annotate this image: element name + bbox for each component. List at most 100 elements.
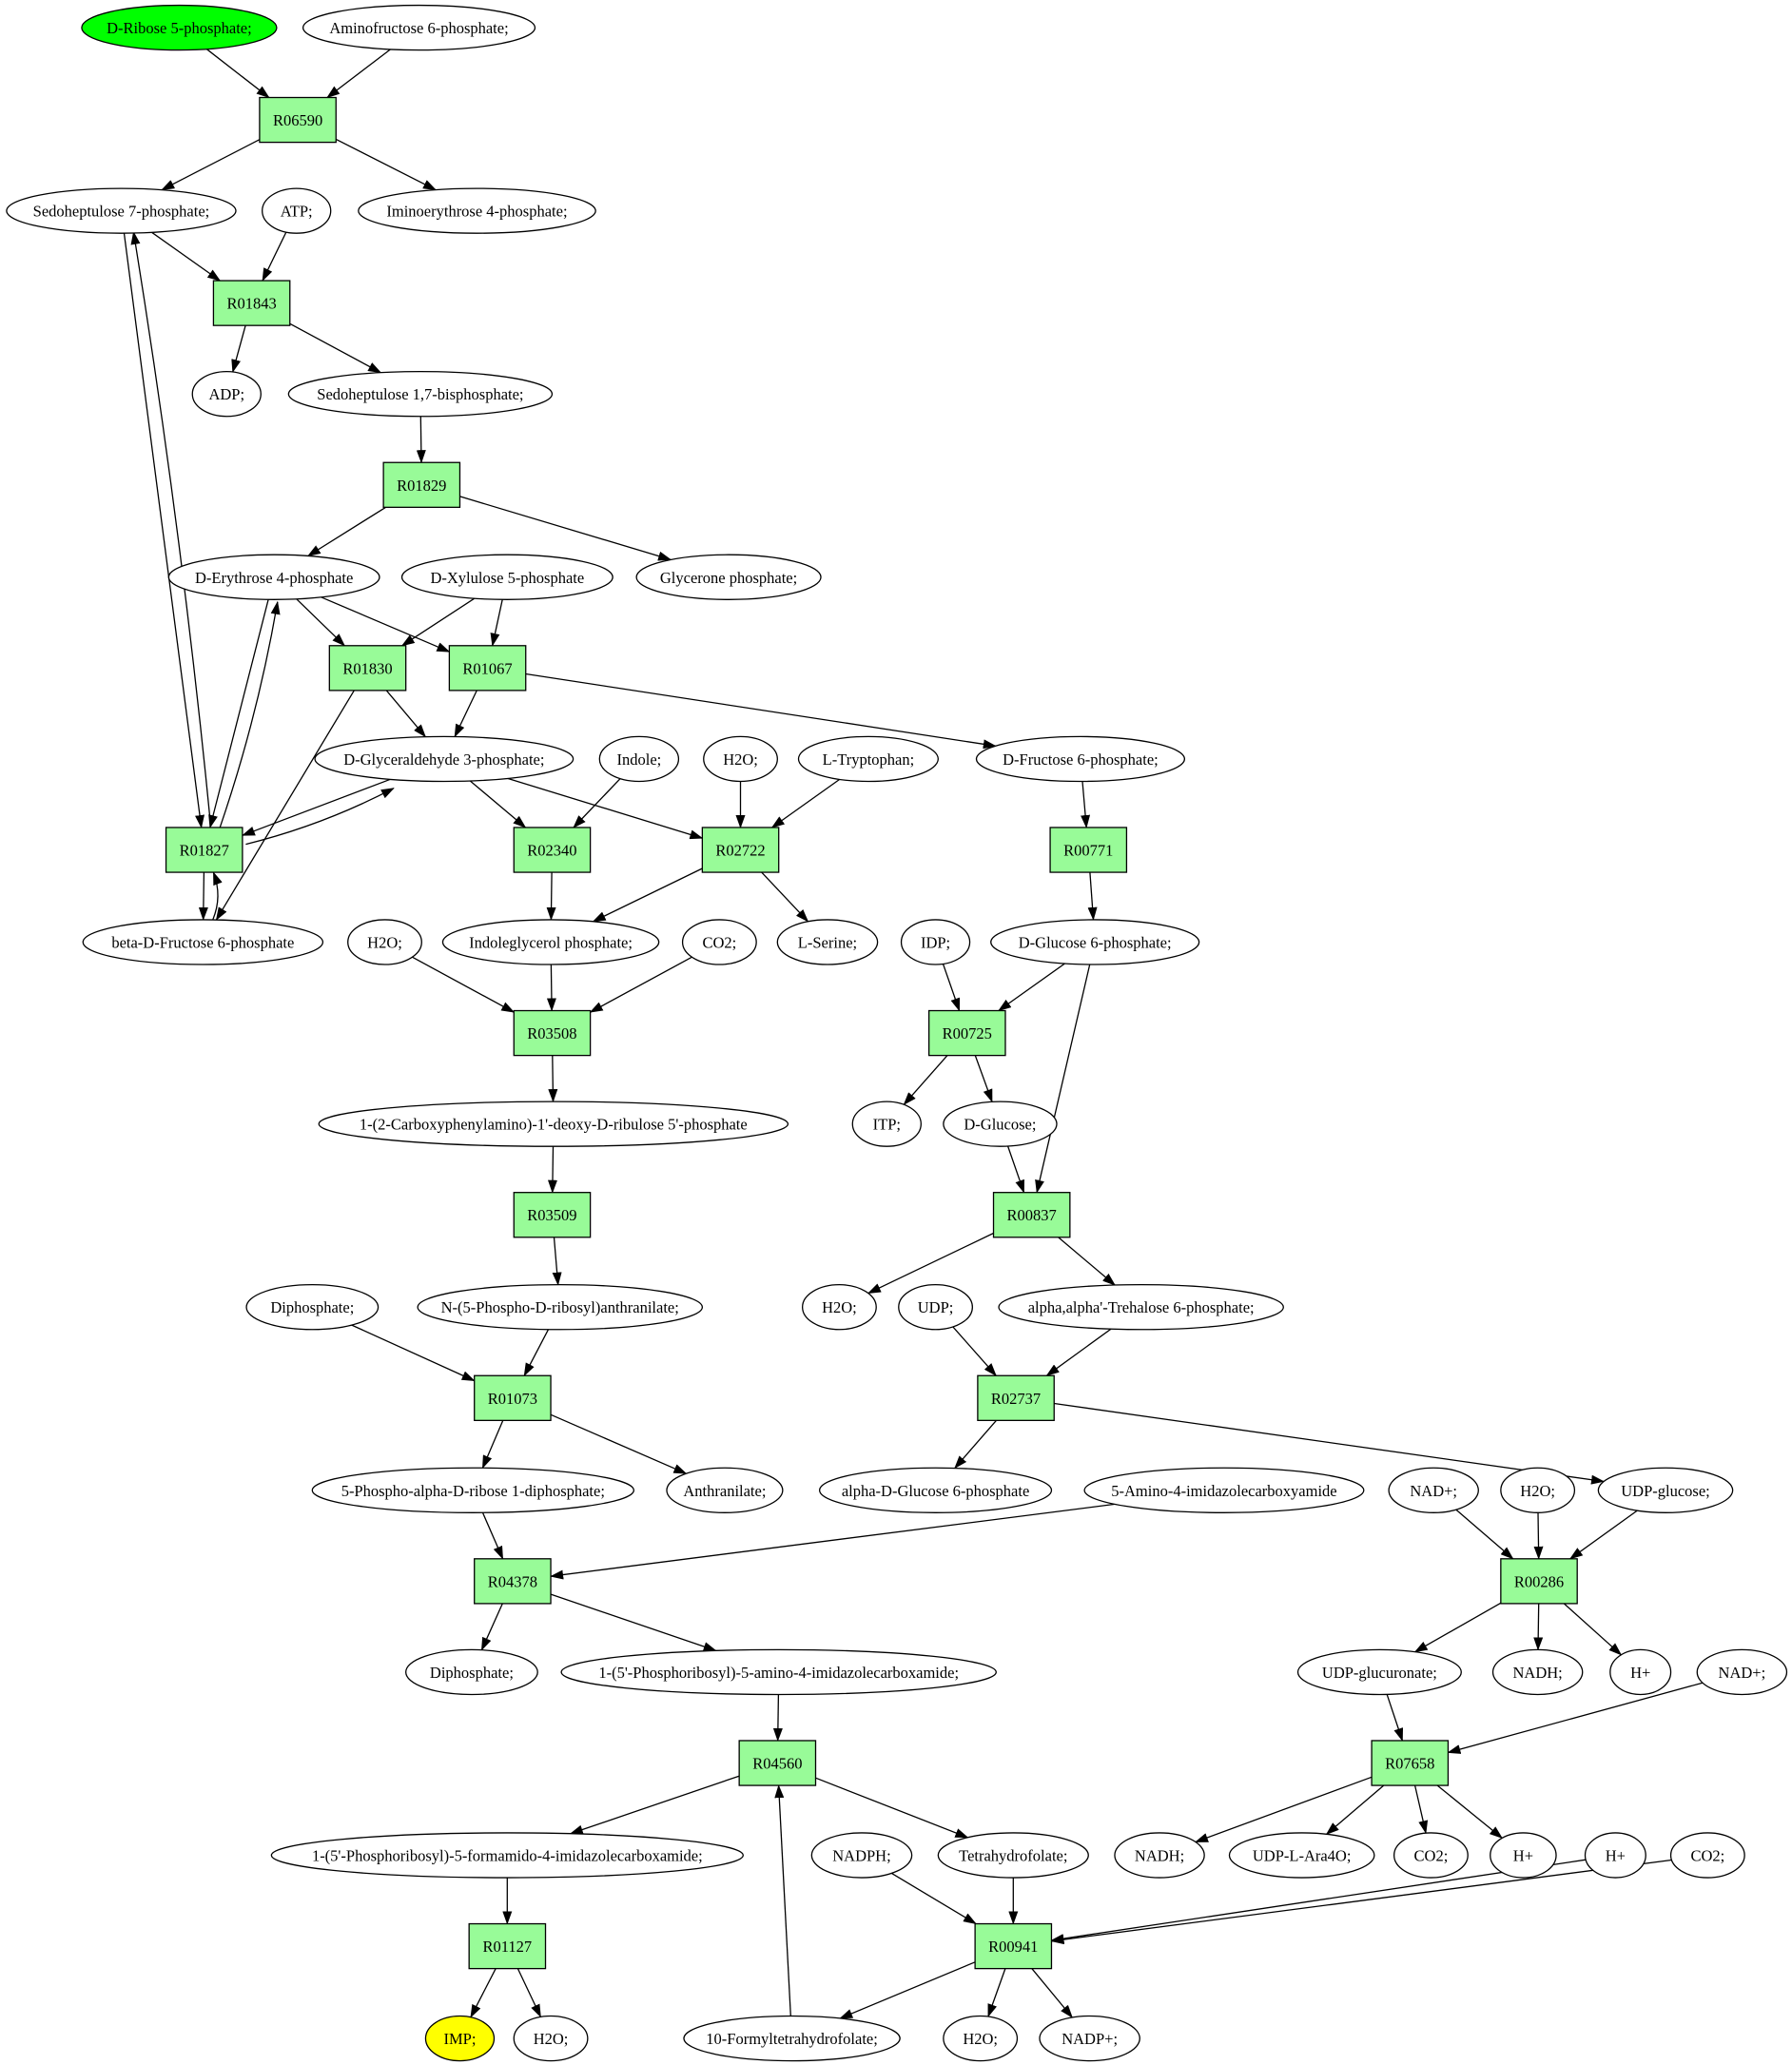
- reaction-node-r00286: R00286: [1500, 1558, 1578, 1605]
- compound-label-ribose5p: D-Ribose 5-phosphate;: [107, 19, 252, 37]
- edge-r01843-to-adp: [231, 325, 246, 373]
- compound-shape-atp: [262, 187, 332, 234]
- compound-label-diphosphate_a: Diphosphate;: [270, 1298, 354, 1316]
- compound-shape-carboxyphenylamino: [318, 1101, 789, 1147]
- reaction-node-r00837: R00837: [992, 1192, 1071, 1238]
- edge-aica-to-r04378: [550, 1503, 1116, 1580]
- compound-label-nadplus_a: NAD+;: [1410, 1482, 1457, 1500]
- reaction-shape-r02340: [513, 827, 592, 873]
- reaction-shape-r00941: [974, 1922, 1053, 1970]
- reaction-shape-r07658: [1371, 1740, 1450, 1786]
- reaction-node-r00941: R00941: [974, 1922, 1053, 1970]
- edge-r00837-to-h2o_c: [867, 1232, 994, 1295]
- compound-shape-formylthf: [683, 2015, 901, 2062]
- compound-shape-hplus_c: [1584, 1832, 1646, 1879]
- edge-r00286-to-nadh_a: [1533, 1603, 1544, 1651]
- edge-indoleglycerolp-to-r03508: [546, 964, 556, 1012]
- compound-shape-nadph: [810, 1832, 913, 1879]
- edge-r01827-to-betafructose6p: [198, 872, 208, 921]
- edge-r07658-to-co2_b: [1413, 1784, 1429, 1835]
- edge-r01829-to-glyceronep: [459, 496, 672, 561]
- compound-shape-co2_c: [1669, 1832, 1745, 1879]
- edges-layer: [123, 49, 1704, 2019]
- edge-r04378-to-diphosphate_b: [480, 1603, 503, 1651]
- edge-dglucose-to-r00837: [1006, 1145, 1025, 1194]
- compound-shape-prpp: [311, 1467, 634, 1513]
- compound-label-nadh_b: NADH;: [1135, 1846, 1184, 1864]
- reaction-shape-r04378: [474, 1558, 552, 1605]
- compound-shape-phosphoribosylanthranilate: [417, 1284, 704, 1331]
- compound-label-itp: ITP;: [873, 1116, 901, 1134]
- compound-shape-udp: [898, 1284, 973, 1331]
- reaction-shape-r02722: [701, 827, 780, 873]
- reaction-label-r00286: R00286: [1514, 1572, 1564, 1590]
- edge-r01127-to-imp: [470, 1968, 497, 2018]
- compound-node-itp: ITP;: [851, 1101, 922, 1147]
- edge-nadplus_b-to-r07658: [1447, 1682, 1704, 1754]
- compound-shape-xylulose5p: [400, 554, 614, 600]
- compound-node-nadh_a: NADH;: [1491, 1648, 1584, 1696]
- reaction-shape-r01067: [448, 645, 527, 692]
- compound-label-indole: Indole;: [616, 750, 661, 769]
- compound-node-hplus_c: H+: [1584, 1832, 1646, 1879]
- compound-node-h2o_c: H2O;: [801, 1284, 877, 1331]
- edge-glucose6p-to-r00837: [1035, 964, 1091, 1194]
- edge-r03508-to-carboxyphenylamino: [548, 1055, 558, 1103]
- edge-r00941-to-nadpplus: [1031, 1968, 1073, 2018]
- compound-shape-ltryptophan: [797, 735, 939, 783]
- compound-node-idp: IDP;: [900, 919, 971, 965]
- compound-shape-indole: [598, 735, 680, 783]
- compound-label-aica: 5-Amino-4-imidazolecarboxyamide: [1111, 1482, 1336, 1500]
- edge-r01827-to-sedoheptulose7p: [130, 230, 212, 827]
- compound-label-udp: UDP;: [918, 1298, 954, 1316]
- edge-r00725-to-itp: [903, 1055, 948, 1106]
- compound-node-h2o_a: H2O;: [703, 735, 778, 783]
- reaction-shape-r00837: [992, 1192, 1071, 1238]
- edge-formylthf-to-r04560: [774, 1784, 791, 2016]
- reaction-node-r03508: R03508: [513, 1009, 592, 1057]
- edge-r00771-to-glucose6p: [1087, 872, 1098, 921]
- reaction-node-r02340: R02340: [513, 827, 592, 873]
- reaction-shape-r01127: [468, 1922, 547, 1970]
- compound-shape-sedoheptulose17bp: [287, 371, 554, 418]
- compound-node-sedoheptulose7p: Sedoheptulose 7-phosphate;: [6, 187, 237, 234]
- reaction-shape-r00725: [927, 1009, 1006, 1057]
- edge-erythrose4p-to-r01827: [208, 599, 269, 828]
- edge-r06590-to-sedoheptulose7p: [161, 139, 261, 191]
- edge-sedoheptulose7p-to-r01843: [151, 231, 222, 282]
- compound-label-h2o_e: H2O;: [534, 2030, 569, 2048]
- reaction-node-r04560: R04560: [738, 1740, 817, 1786]
- compound-label-carboxyphenylamino: 1-(2-Carboxyphenylamino)-1'-deoxy-D-ribu…: [360, 1116, 748, 1134]
- edge-glyceraldehyde3p-to-r01827: [241, 778, 391, 836]
- edge-r02722-to-indoleglycerolp: [592, 867, 703, 923]
- compound-label-indoleglycerolp: Indoleglycerol phosphate;: [469, 933, 633, 951]
- edge-erythrose4p-to-r01830: [296, 598, 346, 647]
- compound-node-udpglucuronate: UDP-glucuronate;: [1296, 1648, 1462, 1696]
- compound-node-sedoheptulose17bp: Sedoheptulose 1,7-bisphosphate;: [287, 371, 554, 418]
- compound-label-idp: IDP;: [921, 933, 950, 951]
- edge-r07658-to-udplara4o: [1325, 1784, 1385, 1836]
- edge-xylulose5p-to-r01830: [400, 597, 476, 647]
- edge-r01830-to-glyceraldehyde3p: [385, 690, 426, 738]
- compound-node-dglucose: D-Glucose;: [943, 1101, 1058, 1147]
- edge-trehalose6p-to-r02737: [1045, 1328, 1112, 1376]
- compound-node-h2o_f: H2O;: [943, 2015, 1019, 2062]
- compound-label-h2o_d: H2O;: [1520, 1482, 1555, 1500]
- compound-shape-lserine: [776, 919, 879, 965]
- reaction-label-r06590: R06590: [273, 111, 322, 129]
- reaction-label-r04560: R04560: [752, 1755, 802, 1773]
- compound-label-glyceraldehyde3p: D-Glyceraldehyde 3-phosphate;: [343, 750, 544, 769]
- reaction-node-r02722: R02722: [701, 827, 780, 873]
- compound-shape-aminofructose6p: [302, 4, 536, 51]
- compound-label-nadplus_b: NAD+;: [1719, 1664, 1766, 1682]
- compound-label-trehalose6p: alpha,alpha'-Trehalose 6-phosphate;: [1028, 1298, 1255, 1316]
- compound-node-glucose6p: D-Glucose 6-phosphate;: [990, 919, 1200, 965]
- reaction-shape-r06590: [259, 96, 337, 144]
- edge-atp-to-r01843: [262, 231, 287, 282]
- compound-node-udplara4o: UDP-L-Ara4O;: [1228, 1832, 1375, 1879]
- edge-carboxyphenylamino-to-r03509: [547, 1146, 557, 1194]
- compound-label-sedoheptulose17bp: Sedoheptulose 1,7-bisphosphate;: [317, 385, 523, 403]
- compound-node-fructose6p: D-Fructose 6-phosphate;: [975, 735, 1186, 783]
- compound-label-formylthf: 10-Formyltetrahydrofolate;: [706, 2030, 878, 2048]
- compound-node-glyceronep: Glycerone phosphate;: [635, 554, 822, 600]
